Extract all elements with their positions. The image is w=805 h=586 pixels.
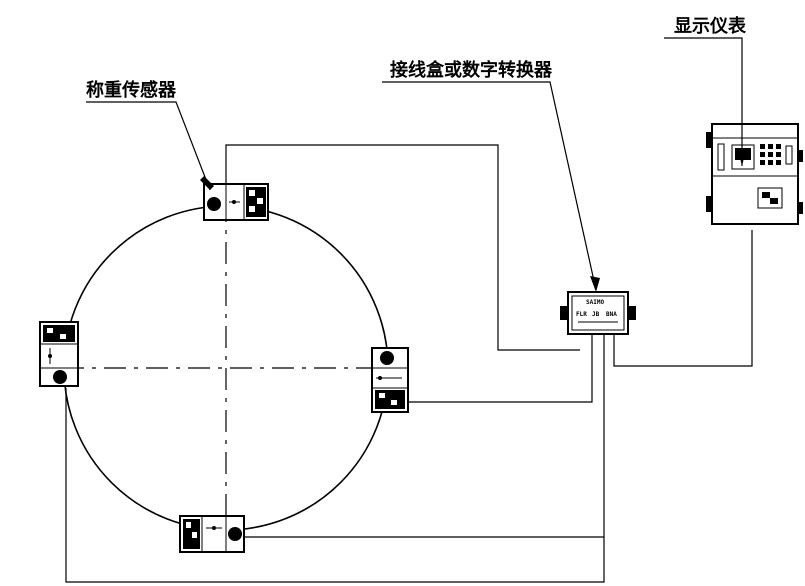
leader-display xyxy=(664,37,743,166)
cable-bottom-cell xyxy=(244,334,605,538)
junction-box-brand: SAIMO xyxy=(586,299,604,306)
leader-load-cell-arrow xyxy=(200,176,214,190)
leader-display-arrow xyxy=(738,150,746,166)
leader-junction-box-arrow xyxy=(590,276,600,292)
junction-box-model-left: FLR xyxy=(576,311,587,318)
cable-left-cell xyxy=(65,388,605,583)
cable-right-cell xyxy=(408,334,593,403)
leader-load-cell xyxy=(86,101,211,191)
leader-junction-box xyxy=(382,81,597,291)
junction-box-model-right: BNA xyxy=(606,311,617,318)
display-keypad xyxy=(760,144,793,165)
label-display: 显示仪表 xyxy=(674,15,747,37)
cable-junction-to-display xyxy=(613,230,753,367)
cable-top-cell xyxy=(225,144,580,351)
load-cell-top xyxy=(203,183,269,221)
display-instrument xyxy=(706,123,803,225)
load-cell-right xyxy=(371,347,409,413)
junction-box: SAIMO FLR JB BNA xyxy=(560,291,636,335)
junction-box-model-mid: JB xyxy=(592,311,600,318)
label-load-cell: 称重传感器 xyxy=(86,79,177,101)
label-junction-box: 接线盒或数字转换器 xyxy=(390,59,553,81)
display-screen xyxy=(731,144,755,170)
load-cell-left xyxy=(39,321,79,387)
load-cell-bottom xyxy=(179,515,245,553)
